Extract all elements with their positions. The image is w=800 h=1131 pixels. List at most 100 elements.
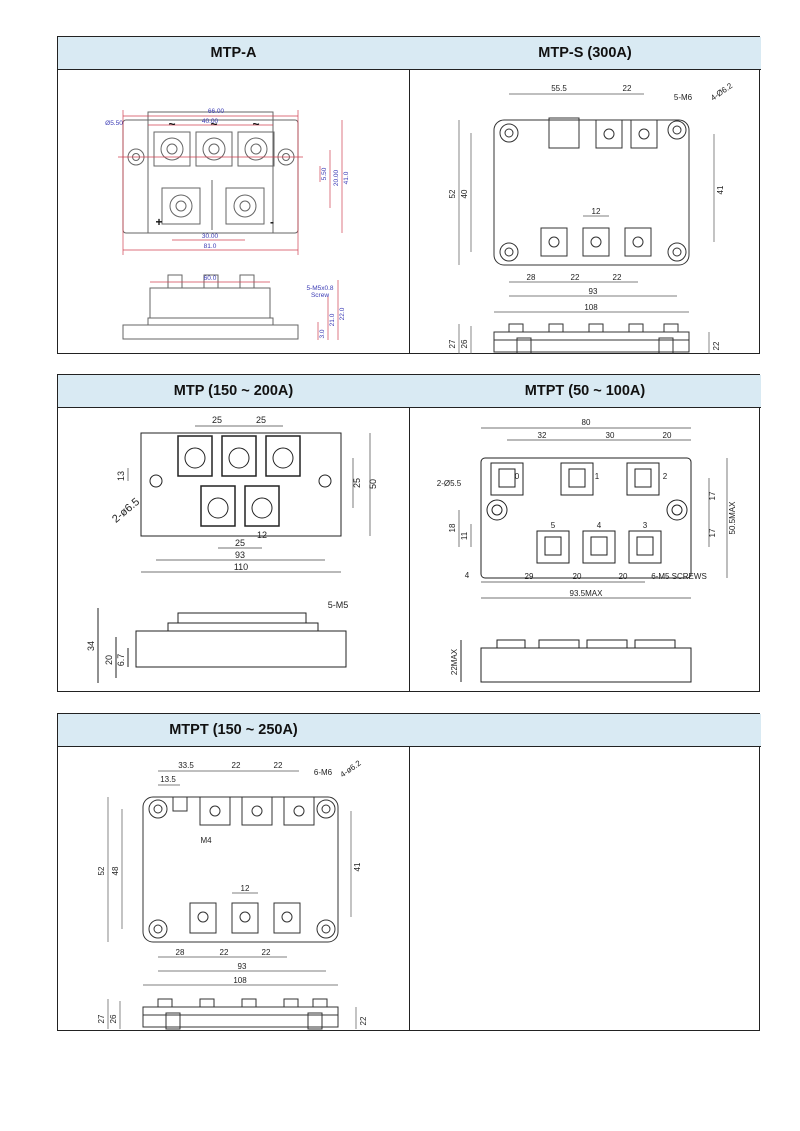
svg-text:~: ~ — [168, 117, 175, 131]
svg-text:4: 4 — [465, 571, 470, 580]
svg-text:25: 25 — [235, 538, 245, 548]
empty-drawing — [409, 747, 761, 1030]
svg-text:4: 4 — [597, 521, 602, 530]
svg-text:41: 41 — [716, 185, 725, 194]
mtp-s-drawing: 55.5 22 5-M6 4-Ø6.2 52 40 41 12 28 22 22… — [409, 70, 761, 354]
svg-text:22: 22 — [712, 341, 721, 350]
svg-text:13: 13 — [116, 471, 126, 481]
svg-text:M4: M4 — [200, 836, 212, 845]
svg-text:20: 20 — [104, 655, 114, 665]
svg-text:4-ø6.2: 4-ø6.2 — [339, 758, 364, 779]
svg-text:29: 29 — [525, 572, 534, 581]
svg-text:22: 22 — [220, 948, 229, 957]
svg-text:30.00: 30.00 — [202, 233, 219, 240]
svg-text:28: 28 — [176, 948, 185, 957]
svg-text:25: 25 — [256, 415, 266, 425]
empty-title — [409, 714, 761, 747]
svg-text:22: 22 — [232, 761, 241, 770]
mtpt-large-drawing: 33.5 22 22 6-M6 4-ø6.2 13.5 M4 52 48 41 … — [58, 747, 409, 1030]
svg-text:+: + — [155, 215, 162, 229]
svg-text:66.00: 66.00 — [208, 108, 225, 115]
svg-text:41: 41 — [353, 862, 362, 871]
svg-text:17: 17 — [708, 528, 717, 537]
svg-text:50: 50 — [368, 479, 378, 489]
svg-text:80: 80 — [582, 418, 591, 427]
svg-text:110: 110 — [234, 562, 248, 572]
svg-text:5-M5x0.8: 5-M5x0.8 — [306, 285, 333, 292]
svg-text:22: 22 — [613, 273, 622, 282]
svg-text:18: 18 — [448, 523, 457, 532]
svg-text:6-M5 SCREWS: 6-M5 SCREWS — [651, 572, 707, 581]
mtp-drawing: 25 25 13 2-ø6.5 25 50 25 12 93 110 — [58, 408, 409, 691]
svg-text:55.5: 55.5 — [551, 84, 567, 93]
svg-text:13.5: 13.5 — [160, 775, 176, 784]
svg-text:3.0: 3.0 — [319, 329, 326, 338]
svg-text:93: 93 — [238, 962, 247, 971]
svg-text:5-M6: 5-M6 — [674, 93, 693, 102]
svg-text:22: 22 — [274, 761, 283, 770]
svg-text:93: 93 — [589, 287, 598, 296]
svg-text:~: ~ — [252, 117, 259, 131]
mtpt-large-title: MTPT (150 ~ 250A) — [58, 714, 409, 747]
svg-text:~: ~ — [210, 117, 217, 131]
mtp-a-drawing: Ø5.50 66.00 40.00 30.00 81.0 5.50 20.00 … — [58, 70, 409, 353]
svg-text:6-M6: 6-M6 — [314, 768, 333, 777]
mtpt-small-drawing: 80 32 30 20 2-Ø5.5 17 17 50.5MAX 18 11 4… — [409, 408, 761, 691]
svg-text:12: 12 — [241, 884, 250, 893]
svg-text:12: 12 — [592, 207, 601, 216]
svg-text:20.00: 20.00 — [333, 169, 340, 186]
svg-text:2-ø6.5: 2-ø6.5 — [110, 496, 142, 526]
svg-text:26: 26 — [460, 339, 469, 348]
svg-text:20: 20 — [619, 572, 628, 581]
svg-text:22: 22 — [623, 84, 632, 93]
svg-text:20: 20 — [573, 572, 582, 581]
svg-text:5.50: 5.50 — [321, 167, 328, 180]
svg-text:2: 2 — [663, 472, 668, 481]
svg-text:34: 34 — [86, 641, 96, 651]
svg-text:93: 93 — [235, 550, 245, 560]
svg-text:52: 52 — [97, 866, 106, 875]
svg-text:20: 20 — [663, 431, 672, 440]
svg-text:12: 12 — [257, 530, 267, 540]
svg-text:1: 1 — [595, 472, 600, 481]
svg-text:48: 48 — [111, 866, 120, 875]
svg-text:22.0: 22.0 — [339, 307, 346, 320]
svg-text:22: 22 — [359, 1016, 368, 1025]
svg-text:30: 30 — [606, 431, 615, 440]
svg-text:2-Ø5.5: 2-Ø5.5 — [437, 479, 462, 488]
spec-row-3: MTPT (150 ~ 250A) — [57, 713, 761, 1031]
svg-text:-: - — [270, 215, 274, 229]
svg-text:27: 27 — [97, 1014, 106, 1023]
svg-text:108: 108 — [584, 303, 598, 312]
mtp-title: MTP (150 ~ 200A) — [58, 375, 409, 408]
mtpt-small-title: MTPT (50 ~ 100A) — [409, 375, 761, 408]
svg-text:Ø5.50: Ø5.50 — [105, 120, 123, 127]
svg-text:5-M5: 5-M5 — [328, 600, 349, 610]
svg-text:27: 27 — [448, 339, 457, 348]
svg-text:5: 5 — [551, 521, 556, 530]
svg-text:50.5MAX: 50.5MAX — [728, 501, 737, 535]
svg-text:22MAX: 22MAX — [450, 648, 459, 675]
svg-text:11: 11 — [460, 531, 469, 540]
svg-text:108: 108 — [233, 976, 247, 985]
svg-text:52: 52 — [448, 189, 457, 198]
spec-row-1: MTP-A — [57, 36, 761, 354]
svg-text:93.5MAX: 93.5MAX — [570, 589, 604, 598]
svg-text:22: 22 — [262, 948, 271, 957]
mtp-a-title: MTP-A — [58, 37, 409, 70]
svg-text:Screw: Screw — [311, 292, 329, 299]
svg-text:28: 28 — [527, 273, 536, 282]
mtp-s-title: MTP-S (300A) — [409, 37, 761, 70]
svg-text:81.0: 81.0 — [204, 243, 217, 250]
svg-text:25: 25 — [352, 478, 362, 488]
svg-text:25: 25 — [212, 415, 222, 425]
svg-text:22: 22 — [571, 273, 580, 282]
svg-text:26: 26 — [109, 1014, 118, 1023]
svg-text:60.0: 60.0 — [204, 275, 217, 282]
svg-text:32: 32 — [538, 431, 547, 440]
svg-text:41.0: 41.0 — [343, 171, 350, 184]
svg-text:4-Ø6.2: 4-Ø6.2 — [709, 81, 735, 103]
svg-text:40: 40 — [460, 189, 469, 198]
svg-text:21.0: 21.0 — [329, 313, 336, 326]
svg-text:33.5: 33.5 — [178, 761, 194, 770]
